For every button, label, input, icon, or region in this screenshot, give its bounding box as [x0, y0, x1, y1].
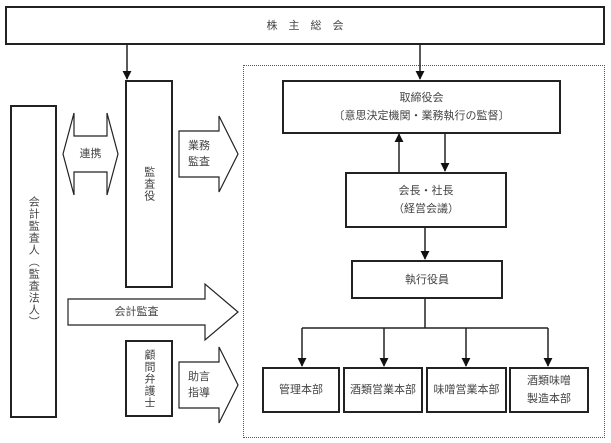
division-box: 酒類営業本部 [343, 367, 423, 413]
corporate-auditors-box: 監査役 [125, 80, 173, 288]
executive-officers-label: 執行役員 [405, 272, 449, 286]
division-box: 酒類味噌 製造本部 [509, 367, 589, 413]
chairman-president-box: 会長・社長 （経営会議） [345, 172, 507, 228]
board-of-directors-box: 取締役会 〔意思決定機関・業務執行の監督〕 [282, 80, 561, 134]
legal-advisor-box: 顧問弁護士 [125, 340, 173, 417]
division-label: 管理本部 [279, 383, 323, 397]
accounting-auditor-label: 会計監査人（監査法人） [27, 195, 41, 328]
advice-block-arrow [178, 346, 239, 424]
chairman-president-subtitle: （経営会議） [393, 202, 459, 215]
division-label: 酒類営業本部 [350, 383, 416, 397]
division-box: 味噌営業本部 [426, 367, 507, 413]
cooperation-double-arrow [62, 112, 119, 196]
cooperation-label: 連携 [79, 146, 102, 160]
division-box: 管理本部 [262, 367, 340, 413]
executive-officers-box: 執行役員 [351, 260, 503, 299]
management-group-container [243, 65, 605, 438]
accounting-auditor-box: 会計監査人（監査法人） [10, 105, 57, 418]
legal-advisor-label: 顧問弁護士 [143, 348, 157, 409]
board-of-directors-subtitle: 〔意思決定機関・業務執行の監督〕 [333, 109, 510, 122]
shareholders-meeting-label: 株 主 総 会 [266, 18, 344, 32]
advice-label: 助言 指導 [188, 369, 210, 400]
business-audit-block-arrow [178, 115, 239, 193]
board-of-directors-title: 取締役会 [399, 91, 444, 105]
accounting-audit-block-arrow [67, 282, 239, 342]
division-label: 味噌営業本部 [433, 383, 500, 397]
shareholders-meeting-box: 株 主 総 会 [5, 6, 605, 45]
division-label: 酒類味噌 製造本部 [527, 374, 571, 405]
corporate-auditors-label: 監査役 [142, 166, 156, 202]
chairman-president-title: 会長・社長 [398, 184, 454, 198]
business-audit-label: 業務 監査 [188, 138, 210, 169]
accounting-audit-label: 会計監査 [114, 304, 159, 318]
